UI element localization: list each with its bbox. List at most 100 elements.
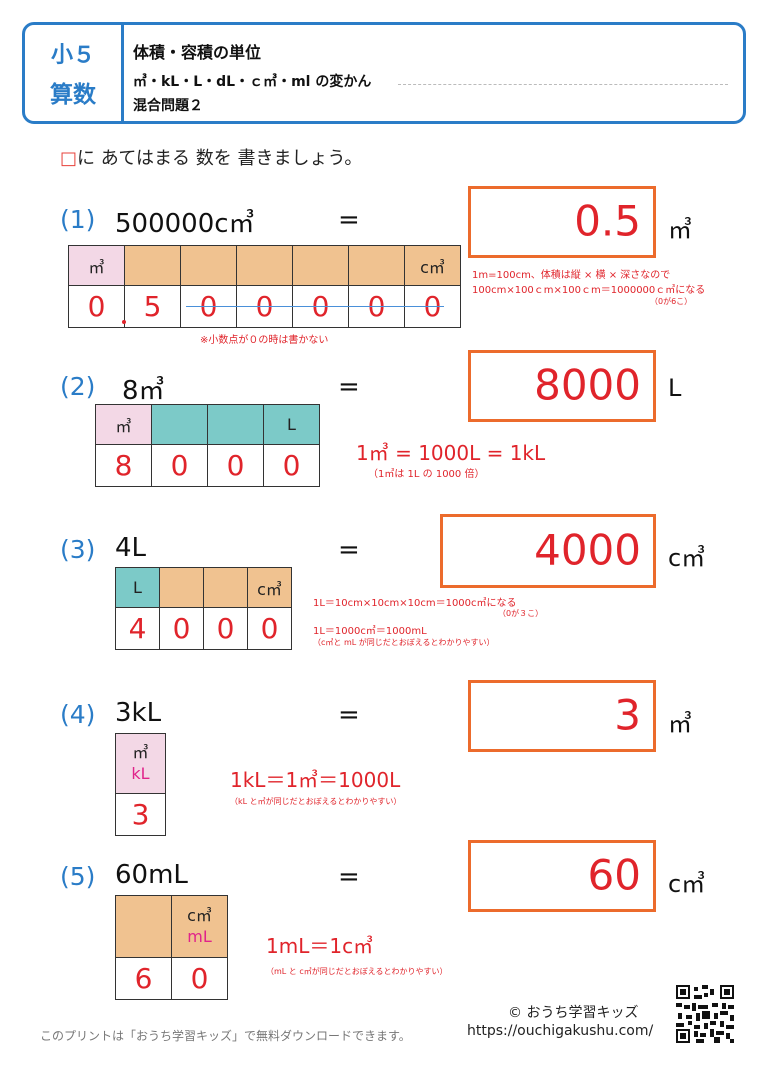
unit-cell bbox=[180, 245, 237, 286]
problem-5-number: (5) bbox=[60, 862, 96, 891]
instruction-text: に あてはまる 数を 書きましょう。 bbox=[77, 148, 363, 169]
unit-label-bottom: kL bbox=[131, 763, 150, 783]
problem-5-question: 60mL bbox=[115, 860, 188, 890]
digit-cell: 0 bbox=[159, 607, 204, 650]
digit-cell: 0 bbox=[68, 285, 125, 328]
digit-cell: 5 bbox=[124, 285, 181, 328]
decimal-point bbox=[122, 320, 126, 324]
instruction: □に あてはまる 数を 書きましょう。 bbox=[60, 144, 362, 170]
unit-cell bbox=[115, 895, 172, 958]
problem-2-unit-table: ㎥ L 8 0 0 0 bbox=[95, 404, 320, 487]
unit-label-bottom: mL bbox=[187, 926, 212, 946]
unit-label-top: c㎥ bbox=[187, 905, 212, 925]
problem-5-unit-table: c㎥ mL 6 0 bbox=[115, 895, 228, 1000]
problem-3-note: 1L＝10cm×10cm×10cm＝1000c㎥になる bbox=[313, 598, 517, 609]
unit-cell: c㎥ mL bbox=[171, 895, 228, 958]
digit-cell: 0 bbox=[247, 607, 292, 650]
subject-label: 算数 bbox=[50, 82, 96, 108]
unit-cell: c㎥ bbox=[247, 567, 292, 608]
problem-2-note: （1㎥は 1L の 1000 倍） bbox=[368, 469, 485, 480]
problem-3-answer-box[interactable]: 4000 bbox=[440, 514, 656, 588]
problem-4-unit: ㎥ bbox=[668, 710, 692, 738]
unit-cell: ㎥ kL bbox=[115, 733, 166, 794]
problem-1-answer-box[interactable]: 0.5 bbox=[468, 186, 656, 258]
qr-code-icon[interactable] bbox=[676, 985, 734, 1043]
worksheet-header: 小５ 算数 体積・容積の単位 ㎥・kL・L・dL・ｃ㎥・ml の変かん 混合問題… bbox=[22, 22, 746, 124]
digit-cell: 0 bbox=[171, 957, 228, 1000]
unit-cell bbox=[348, 245, 405, 286]
unit-cell bbox=[292, 245, 349, 286]
problem-3-unit-table: L c㎥ 4 0 0 0 bbox=[115, 567, 292, 650]
problem-1-note: 1m=100cm、体積は縦 × 横 × 深さなので bbox=[472, 270, 671, 281]
problem-5-answer: 60 bbox=[587, 850, 641, 900]
answer-box-icon: □ bbox=[60, 148, 78, 169]
problem-1-unit-table: ㎥ c㎥ 0 5 0 0 0 0 0 bbox=[68, 245, 461, 328]
worksheet-subtitle2: 混合問題２ bbox=[133, 98, 203, 114]
problem-4-answer-box[interactable]: 3 bbox=[468, 680, 656, 752]
unit-cell: ㎥ bbox=[68, 245, 125, 286]
footer-note: このプリントは「おうち学習キッズ」で無料ダウンロードできます。 bbox=[40, 1029, 411, 1043]
problem-4-note: （kL と㎥が同じだとおぼえるとわかりやすい） bbox=[230, 797, 402, 806]
problem-5-answer-box[interactable]: 60 bbox=[468, 840, 656, 912]
digit-cell: 0 bbox=[203, 607, 248, 650]
problem-2-note: 1㎥ = 1000L = 1kL bbox=[356, 441, 546, 465]
digit-cell: 4 bbox=[115, 607, 160, 650]
problem-5-note: 1mL＝1c㎥ bbox=[266, 934, 374, 958]
unit-cell bbox=[159, 567, 204, 608]
problem-3-question: 4L bbox=[115, 533, 147, 563]
unit-cell bbox=[207, 404, 264, 445]
problem-2-answer: 8000 bbox=[534, 360, 641, 410]
strike-line bbox=[186, 306, 444, 307]
digit-cell: 8 bbox=[95, 444, 152, 487]
name-line bbox=[398, 84, 728, 85]
problem-3-number: (3) bbox=[60, 535, 96, 564]
problem-1-answer: 0.5 bbox=[574, 196, 641, 246]
problem-1-equals: = bbox=[338, 205, 360, 235]
unit-cell bbox=[203, 567, 248, 608]
header-divider bbox=[121, 25, 124, 121]
digit-cell: 0 bbox=[207, 444, 264, 487]
grade-label: 小５ bbox=[50, 43, 95, 68]
problem-5-equals: = bbox=[338, 862, 360, 892]
problem-3-answer: 4000 bbox=[534, 525, 641, 575]
problem-3-unit: c㎥ bbox=[668, 544, 706, 572]
unit-label-top: ㎥ bbox=[132, 742, 149, 762]
problem-1-footnote: ※小数点が０の時は書かない bbox=[200, 335, 329, 346]
problem-5-unit: c㎥ bbox=[668, 870, 706, 898]
problem-2-question: 8㎥ bbox=[122, 376, 165, 406]
problem-4-unit-table: ㎥ kL 3 bbox=[115, 733, 166, 836]
unit-cell bbox=[124, 245, 181, 286]
problem-4-number: (4) bbox=[60, 700, 96, 729]
unit-cell: ㎥ bbox=[95, 404, 152, 445]
problem-1-question: 500000c㎥ bbox=[115, 209, 255, 239]
digit-cell: 0 bbox=[151, 444, 208, 487]
problem-3-note: （c㎥と mL が同じだとおぼえるとわかりやすい） bbox=[313, 638, 495, 647]
problem-1-note: 100cm×100ｃm×100ｃm＝1000000ｃ㎥になる bbox=[472, 285, 706, 296]
problem-1-note: （0が6こ） bbox=[650, 297, 693, 306]
problem-4-equals: = bbox=[338, 700, 360, 730]
problem-5-note: （mL と c㎥が同じだとおぼえるとわかりやすい） bbox=[266, 967, 448, 976]
site-url[interactable]: https://ouchigakushu.com/ bbox=[467, 1023, 654, 1039]
problem-1-number: (1) bbox=[60, 205, 96, 234]
worksheet-title: 体積・容積の単位 bbox=[133, 43, 262, 62]
unit-cell bbox=[151, 404, 208, 445]
unit-cell: L bbox=[115, 567, 160, 608]
digit-cell: 6 bbox=[115, 957, 172, 1000]
problem-2-number: (2) bbox=[60, 372, 96, 401]
unit-cell: c㎥ bbox=[404, 245, 461, 286]
digit-cell: 3 bbox=[115, 793, 166, 836]
problem-1-unit: ㎥ bbox=[668, 216, 692, 244]
worksheet-subtitle: ㎥・kL・L・dL・ｃ㎥・ml の変かん bbox=[133, 74, 372, 90]
problem-4-question: 3kL bbox=[115, 698, 162, 728]
problem-2-answer-box[interactable]: 8000 bbox=[468, 350, 656, 422]
problem-2-equals: = bbox=[338, 372, 360, 402]
unit-cell: L bbox=[263, 404, 320, 445]
copyright: © おうち学習キッズ bbox=[508, 1005, 639, 1021]
problem-2-unit: L bbox=[668, 374, 682, 402]
problem-4-note: 1kL＝1㎥＝1000L bbox=[230, 768, 401, 792]
problem-3-equals: = bbox=[338, 535, 360, 565]
problem-4-answer: 3 bbox=[614, 690, 641, 740]
problem-3-note: （0が３こ） bbox=[498, 609, 544, 618]
problem-3-note: 1L＝1000c㎥＝1000mL bbox=[313, 626, 427, 637]
unit-cell bbox=[236, 245, 293, 286]
